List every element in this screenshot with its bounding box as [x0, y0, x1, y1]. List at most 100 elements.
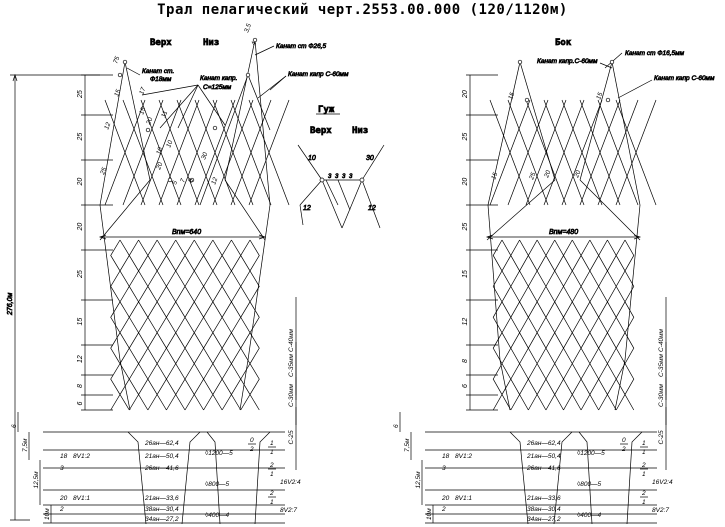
wing-mark: 25 — [528, 171, 538, 181]
wing-mark: 7 — [179, 178, 187, 184]
right-code: 8V2:7 — [280, 507, 297, 514]
lattice-line — [597, 99, 639, 206]
wing-mark: 11 — [160, 110, 169, 119]
right-cable-kapr-top: Канат капр.С-60мм — [537, 58, 598, 65]
belly-outline — [127, 431, 147, 525]
wing-mark: 25 — [99, 166, 109, 176]
mesh-line — [501, 239, 512, 411]
right-mark: ◊1200—5 — [577, 450, 605, 457]
belly-row-label: 26ан—62,4 — [144, 440, 179, 447]
dim-label: 12 — [462, 318, 469, 326]
dim-label: 25 — [77, 133, 84, 142]
right-cable-kapr-side: Канат капр С-60мм — [654, 75, 715, 82]
fraction-num: 2 — [269, 462, 274, 469]
wing-mark: 20 — [155, 161, 165, 171]
wing-line — [119, 359, 131, 411]
mesh-size-label: С-35мм — [288, 353, 295, 377]
wing-mark: 3,5 — [243, 22, 253, 33]
cable-steel-wing-dia: Ф18мм — [150, 76, 172, 83]
belly-outline — [626, 431, 643, 525]
mesh-line — [240, 239, 251, 411]
dim-label: 6 — [77, 402, 84, 406]
left-header-bottom: Низ — [203, 38, 219, 48]
lattice-line — [525, 99, 567, 206]
belly-code: 8V1:1 — [73, 495, 90, 502]
belly-row-label: 21ан—50,4 — [144, 453, 179, 460]
mesh-line — [138, 239, 149, 411]
fraction-den: 1 — [642, 471, 646, 478]
wing-mark: 12 — [103, 121, 112, 131]
lattice-line — [579, 99, 621, 206]
side-dim-label: 10м — [426, 508, 433, 520]
wing-line — [99, 179, 151, 241]
fraction-num: 2 — [641, 490, 646, 497]
mesh-line — [510, 239, 520, 411]
wing-mark: 15 — [595, 91, 604, 101]
node-icon — [212, 125, 218, 131]
fraction-num: 1 — [642, 440, 646, 447]
side-dim-label: 12,5м — [415, 471, 422, 489]
mesh-line — [615, 239, 626, 411]
mesh-line — [221, 239, 232, 411]
belly-num: 3 — [442, 465, 446, 472]
inset-label-12b: 12 — [368, 205, 376, 212]
wing-mark: 75 — [112, 55, 121, 65]
mesh-size-label: С-30мм — [288, 383, 295, 407]
mesh-line — [156, 239, 167, 411]
dim-label: 20 — [462, 90, 469, 99]
mesh-size-label: С-30мм — [658, 383, 665, 407]
mesh-size-label: С-25 — [658, 430, 665, 444]
mesh-line — [607, 239, 617, 411]
cable-steel-wing: Канат ст. — [142, 68, 174, 75]
wing-line — [614, 359, 626, 411]
dim-label: 15 — [77, 318, 84, 326]
mesh-line — [119, 239, 130, 411]
cable-kapr-wing-dia: С=125мм — [203, 84, 232, 91]
mesh-line — [231, 239, 242, 411]
mesh-line — [184, 239, 195, 411]
right-cable-steel: Канат ст Ф16,5мм — [625, 50, 685, 57]
mesh-line — [193, 239, 204, 411]
dim-label: 8 — [462, 359, 469, 363]
right-code: 16V2:4 — [652, 479, 673, 486]
inset-header-bottom: Низ — [352, 126, 368, 136]
wing-line — [487, 204, 501, 361]
fraction-num: 0 — [622, 437, 626, 444]
lattice-line — [561, 99, 603, 206]
right-width-label: Впм=480 — [549, 229, 578, 236]
belly-code: 8V1:2 — [73, 453, 90, 460]
mesh-line — [527, 239, 538, 411]
side-dim-label: 12,5м — [33, 471, 40, 489]
drawing-title: Трал пелагический черт.2553.00.000 (120/… — [157, 2, 568, 18]
fraction-den: 2 — [249, 446, 254, 453]
belly-num: 20 — [59, 495, 68, 502]
inset-header-top: Верх — [310, 126, 332, 136]
mesh-line — [536, 239, 547, 411]
node-icon — [167, 177, 173, 183]
wing-mark: 8 — [187, 178, 195, 184]
wing-line — [486, 179, 556, 241]
lattice-line — [194, 99, 236, 206]
wing-mark: 15 — [138, 106, 147, 116]
cable-steel-top: Канат ст Ф26,5 — [276, 43, 327, 50]
mesh-line — [110, 239, 121, 411]
dim-label: 20 — [77, 223, 84, 232]
mesh-size-label: С-40мм — [288, 328, 295, 352]
wing-line — [487, 61, 521, 206]
wing-mark: 20 — [543, 169, 553, 179]
wing-mark: 15 — [507, 91, 516, 101]
mesh-size-label: С-25 — [288, 430, 295, 444]
inset-title: Гуж — [318, 105, 335, 115]
fraction-num: 0 — [250, 437, 254, 444]
node-icon — [189, 177, 195, 183]
mesh-line — [545, 239, 556, 411]
belly-num: 2 — [59, 506, 64, 513]
wing-line — [99, 204, 121, 361]
lattice-line — [543, 99, 585, 206]
node-icon — [145, 127, 151, 133]
belly-num: 18 — [442, 453, 450, 460]
mesh-line — [249, 239, 260, 411]
fraction-den: 1 — [270, 471, 274, 478]
lattice-line — [507, 99, 549, 206]
